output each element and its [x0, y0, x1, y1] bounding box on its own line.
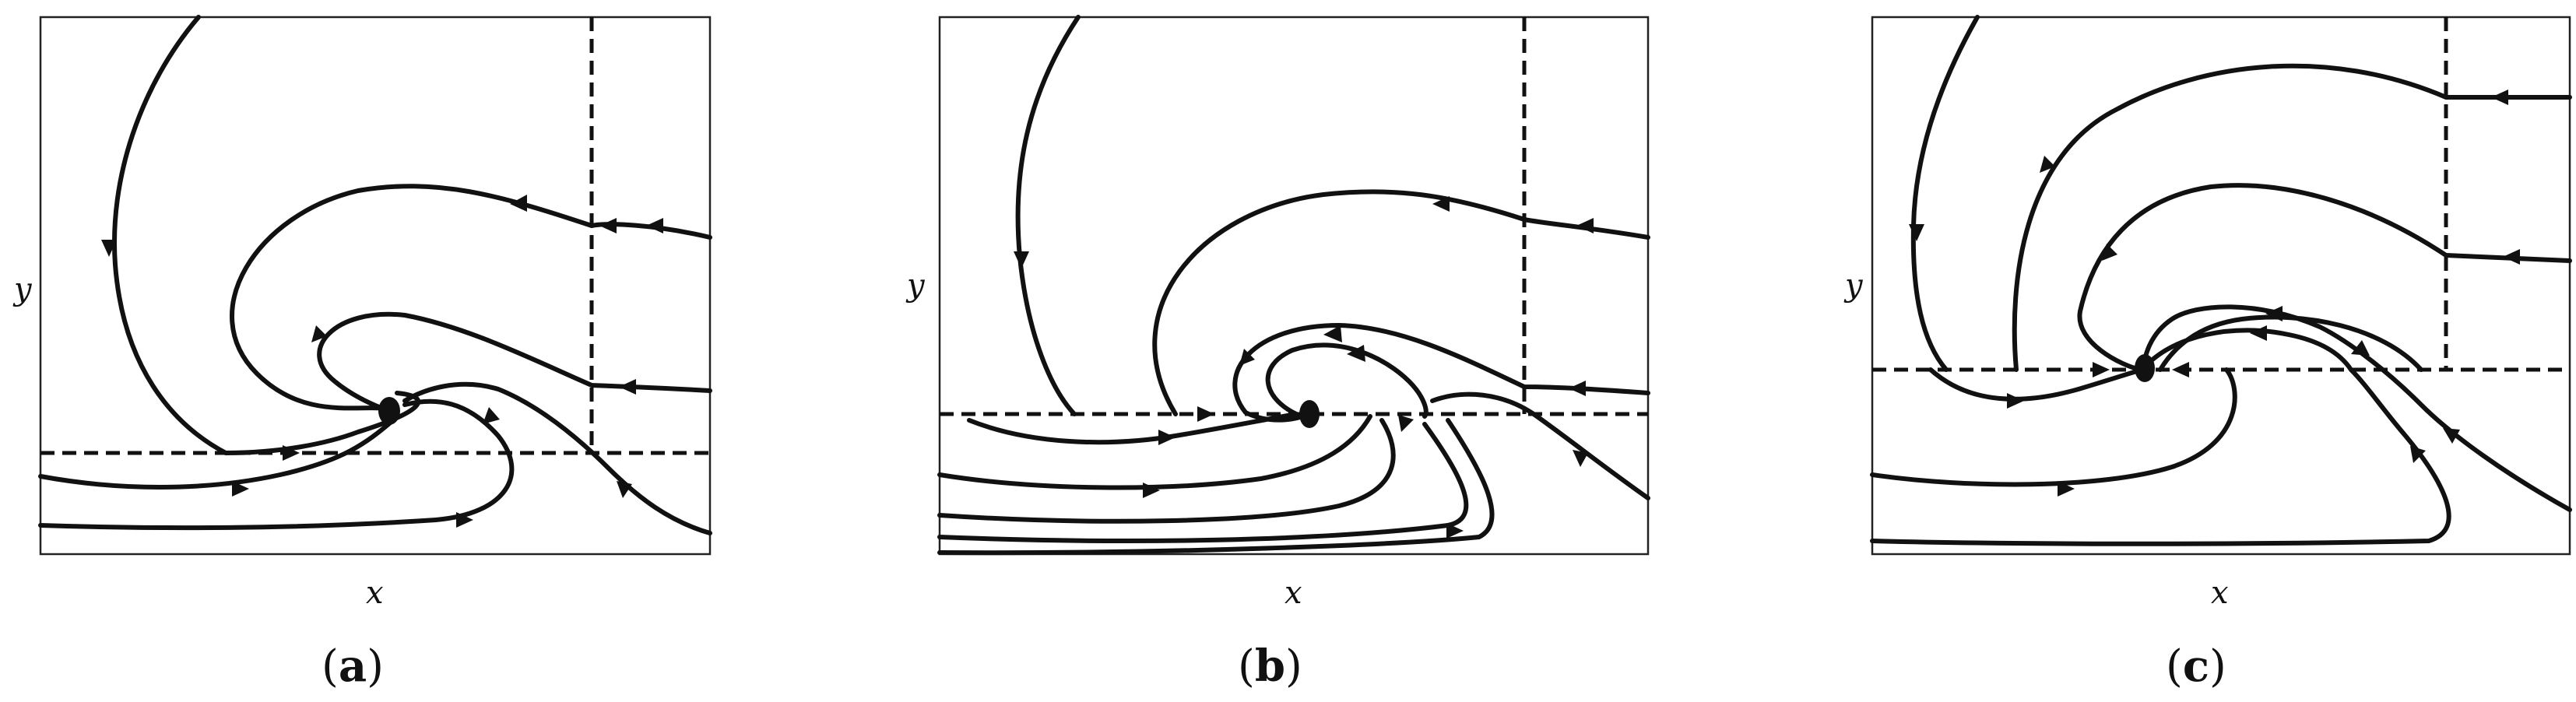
panel-b-trajectory: [1152, 189, 1650, 416]
panel-c-caption: (c): [2166, 641, 2226, 692]
panel-a-arrow: [617, 481, 632, 498]
panel-b-trajectory: [1232, 323, 1650, 423]
panel-a: y x (a): [12, 15, 712, 692]
panel-b-arrow: [1158, 430, 1176, 445]
panel-b-arrow: [1576, 218, 1594, 233]
panel-c-trajectory: [1910, 15, 1980, 372]
panel-c-arrow: [2503, 249, 2520, 265]
panel-c-trajectory: [2140, 328, 2353, 372]
panel-b-equilibrium-point: [1299, 400, 1320, 428]
panel-b-trajectory: [937, 418, 1495, 556]
panel-b-trajectory: [1430, 391, 1650, 500]
panel-c-trajectory: [2012, 63, 2572, 372]
panel-b-y-axis-label: y: [905, 268, 926, 304]
panel-b-arrow: [1323, 325, 1342, 342]
panel-b-arrow: [1573, 450, 1588, 467]
panel-b-arrow: [1446, 523, 1464, 539]
panel-c-arrow: [2410, 446, 2426, 463]
panel-c-trajectory: [1870, 367, 2451, 546]
panel-c-arrow: [2102, 244, 2117, 261]
panel-b-arrow: [1143, 483, 1160, 498]
panel-a-x-axis-label: x: [366, 575, 384, 611]
panel-a-equilibrium-point: [378, 397, 400, 425]
panel-c-x-axis-label: x: [2211, 575, 2229, 611]
panel-c-equilibrium-point: [2135, 354, 2155, 382]
panel-a-arrow: [456, 512, 473, 528]
panel-b-arrow: [1239, 349, 1255, 366]
panel-b-trajectory: [1265, 342, 1429, 419]
panel-a-trajectory: [317, 311, 712, 413]
panel-b-frame: [938, 16, 1650, 556]
panel-b-trajectory: [937, 418, 1396, 524]
panel-a-arrow: [483, 407, 500, 424]
panel-a-frame: [39, 16, 712, 556]
panel-a-arrow: [101, 240, 117, 257]
panel-c-trajectory: [2158, 314, 2423, 372]
panel-a-arrow: [311, 325, 327, 342]
panel-c-arrow: [2172, 362, 2189, 377]
panel-c-trajectory: [2140, 304, 2572, 512]
panel-a-caption: (a): [322, 641, 384, 692]
panel-a-arrow: [232, 481, 249, 497]
panel-a-y-axis-label: y: [12, 272, 33, 307]
panel-a-trajectory: [112, 15, 228, 455]
panel-a-arrow: [646, 218, 663, 233]
panel-b-arrow: [1197, 406, 1214, 422]
panel-b-trajectory: [967, 412, 1299, 445]
panel-c-arrow: [1909, 224, 1924, 241]
panel-c-trajectory: [1870, 367, 2237, 487]
panel-a-trajectory: [38, 418, 395, 490]
panel-b-caption: (b): [1238, 641, 1302, 692]
panel-b-trajectory: [937, 414, 1372, 490]
panel-c-trajectory: [2077, 183, 2572, 372]
panel-a-arrow: [599, 218, 617, 233]
panel-c-arrow: [2491, 90, 2508, 105]
panel-c-arrow: [2058, 481, 2075, 497]
panel-a-arrow: [510, 195, 527, 212]
panel-b-trajectory: [1015, 15, 1081, 416]
panel-b-arrow: [1398, 415, 1414, 432]
panel-c-frame: [1871, 16, 2571, 556]
panel-b-arrow: [1347, 345, 1365, 362]
panel-c-arrow: [2250, 325, 2267, 341]
panel-c-arrow: [2007, 393, 2024, 409]
panel-a-arrow: [283, 445, 300, 461]
panel-c-arrow: [2040, 156, 2055, 173]
panel-c-y-axis-label: y: [1843, 268, 1864, 304]
panel-c-arrow: [2093, 362, 2110, 377]
panel-a-trajectory: [402, 381, 712, 535]
panel-b-trajectory: [937, 422, 1469, 543]
panel-c-arrow: [2351, 340, 2370, 356]
panel-b-arrow: [1432, 196, 1450, 212]
panel-b-arrow: [1569, 381, 1586, 396]
panel-a-arrow: [619, 379, 636, 395]
panel-c-arrow: [2265, 306, 2283, 321]
panel-b: y x (b): [905, 15, 1650, 692]
panel-b-x-axis-label: x: [1284, 575, 1302, 611]
panel-c: y x (c): [1843, 15, 2572, 692]
panel-c-trajectory: [1928, 367, 2145, 402]
panel-b-arrow: [1014, 251, 1029, 269]
panel-a-trajectory: [38, 398, 515, 531]
panel-a-trajectory: [230, 184, 712, 411]
panel-c-arrow: [2443, 428, 2460, 444]
